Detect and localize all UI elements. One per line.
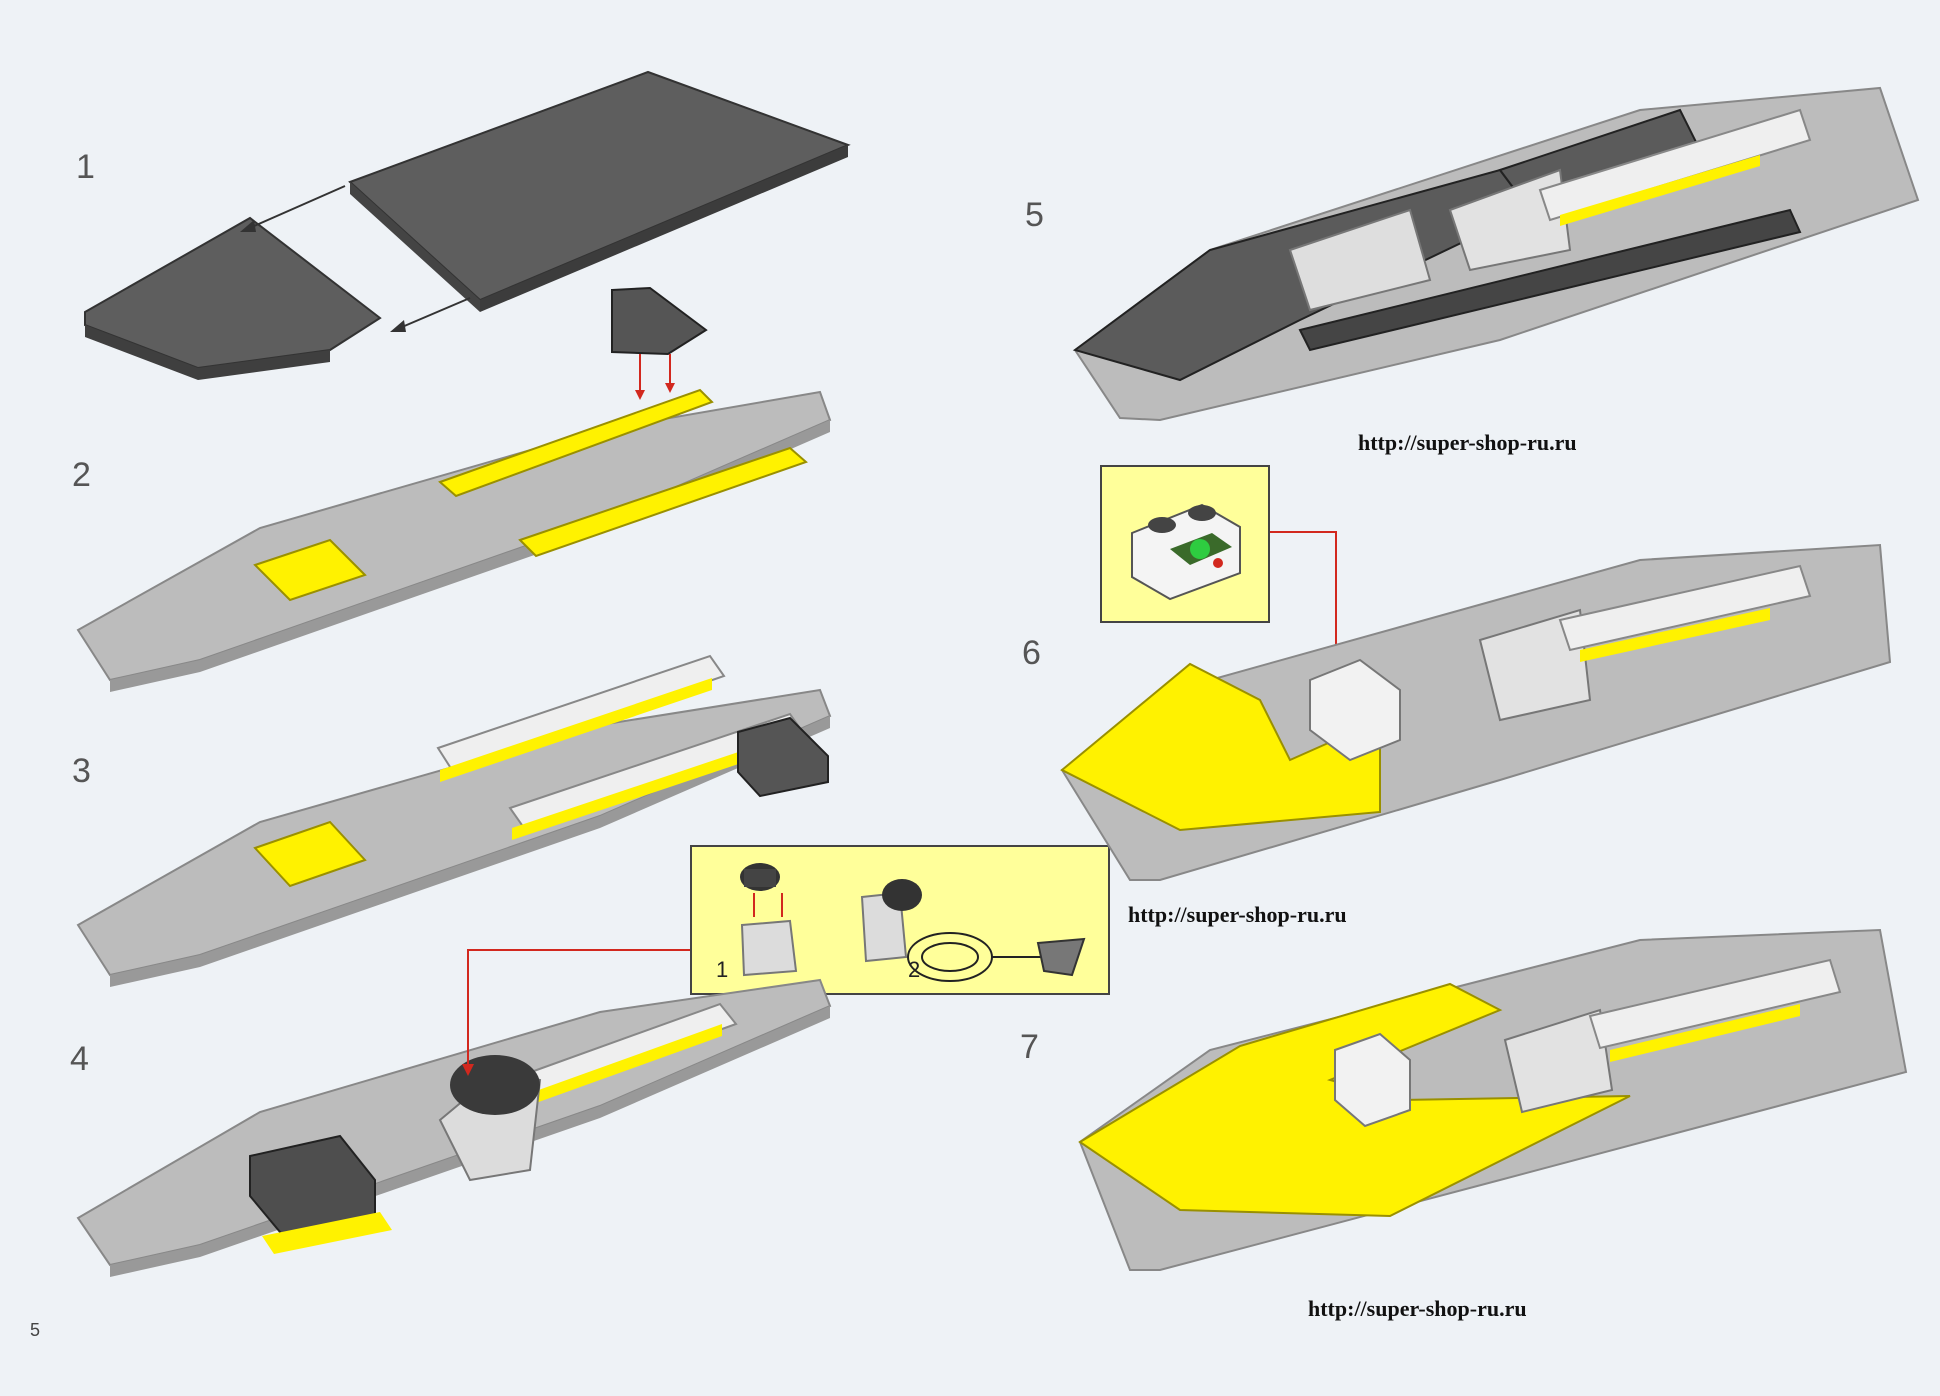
control-panel-callout [1100,465,1270,623]
step-number-3: 3 [72,752,91,790]
step-number-5: 5 [1025,196,1044,234]
step-number-7: 7 [1020,1028,1039,1066]
step-number-2: 2 [72,456,91,494]
watermark-1: http://super-shop-ru.ru [1358,430,1577,455]
step-number-1: 1 [76,148,95,186]
step-number-4: 4 [70,1040,89,1078]
winch-assembly-icon [740,863,1086,982]
substep-callout: 1 2 [690,845,1110,995]
watermark-2: http://super-shop-ru.ru [1128,902,1347,927]
step-number-6: 6 [1022,634,1041,672]
control-panel-icon [1131,503,1241,601]
substep-label-1: 1 [716,957,729,982]
watermark-3: http://super-shop-ru.ru [1308,1296,1527,1321]
page-number: 5 [30,1320,41,1340]
